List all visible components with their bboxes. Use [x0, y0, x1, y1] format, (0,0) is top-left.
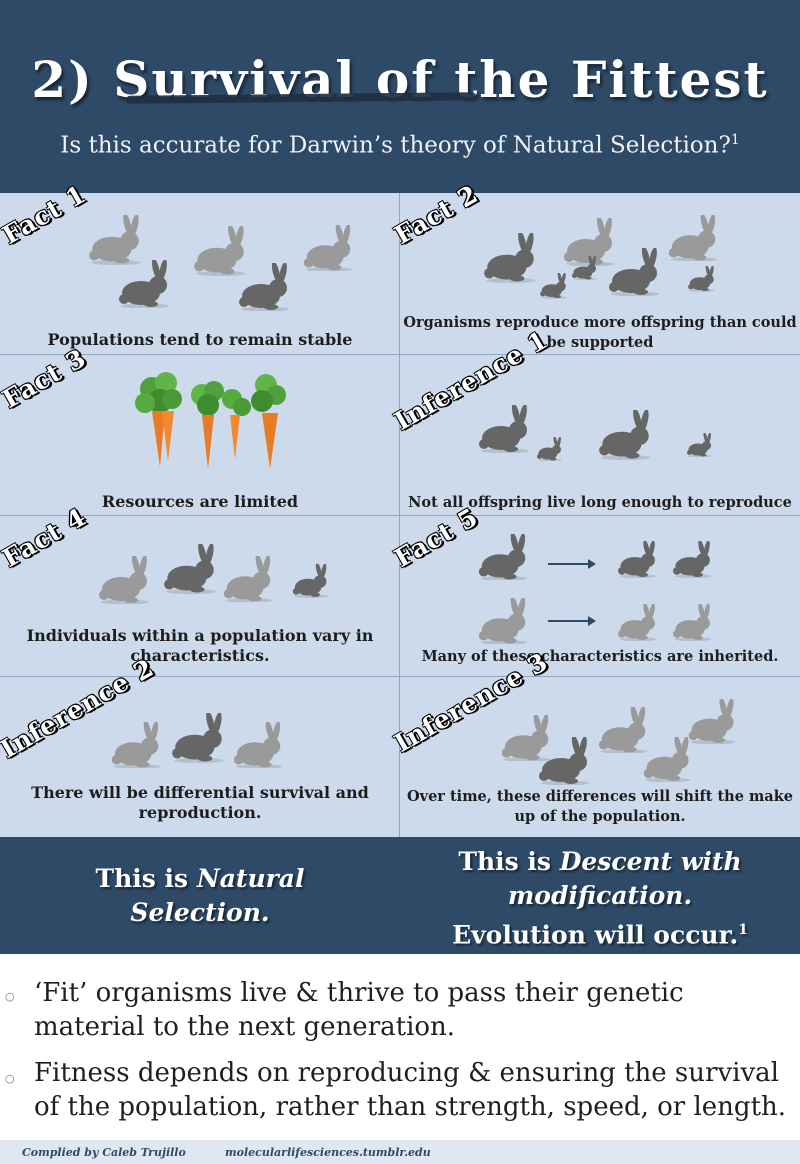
page-subtitle: Is this accurate for Darwin’s theory of …: [60, 132, 740, 159]
carrots-illustration: [130, 369, 290, 488]
rabbit-icon: [665, 215, 723, 262]
panel-caption: Resources are limited: [101, 492, 299, 511]
rabbit-icon: [190, 226, 252, 276]
rabbit-icon: [85, 215, 147, 265]
panel-inference-1: Inference 1 Not all offspring live long …: [390, 325, 800, 515]
rabbit-icon: [670, 604, 716, 641]
carrot-bunch-1: [135, 372, 182, 467]
panel-caption: There will be differential survival and …: [31, 783, 369, 822]
panel-fact-4: Fact 4 Individuals within a population v…: [0, 502, 400, 676]
panel-caption: Not all offspring live long enough to re…: [408, 494, 792, 511]
rabbit-icon: [685, 433, 715, 457]
page-title: 2) Survival of the Fittest: [31, 50, 769, 109]
facts-grid: Fact 1 Populations tend to remain stable…: [0, 179, 800, 837]
rabbit-icon: [670, 541, 716, 578]
rabbit-icon: [498, 715, 556, 762]
rabbit-icon: [595, 410, 657, 460]
rabbit-icon: [290, 564, 332, 598]
rabbit-icon: [570, 256, 600, 280]
rabbit-icon: [595, 707, 653, 754]
header-banner: 2) Survival of the Fittest Is this accur…: [0, 0, 800, 193]
rabbit-icon: [115, 260, 175, 308]
rabbit-icon: [168, 713, 230, 763]
rabbit-icon: [300, 225, 358, 272]
arrow-icon: [548, 616, 596, 626]
panel-tag: Fact 3: [0, 343, 92, 414]
rabbit-icon: [160, 544, 222, 594]
rabbit-icon: [480, 233, 542, 283]
rabbit-icon: [220, 556, 278, 603]
rabbit-icon: [640, 737, 696, 782]
panel-fact-3: Fact 3 Resources are limited: [0, 343, 400, 515]
arrow-icon: [548, 559, 596, 569]
rabbit-icon: [686, 266, 718, 292]
credit-text: Complied by Caleb Trujillo: [22, 1146, 186, 1159]
rabbit-icon: [615, 604, 661, 641]
conclusion-band: This is Natural Selection. This is Desce…: [0, 837, 800, 954]
rabbit-icon: [535, 737, 595, 785]
rabbit-icon: [605, 248, 665, 296]
rabbit-icon: [615, 541, 661, 578]
descent-statement: This is Descent with modification.Evolut…: [452, 847, 748, 950]
rabbit-icon: [538, 273, 570, 299]
panel-caption: Populations tend to remain stable: [47, 330, 353, 349]
rabbit-icon: [475, 405, 535, 453]
panel-inference-2: Inference 2 There will be differential s…: [0, 653, 400, 837]
rabbit-icon: [475, 534, 533, 581]
rabbit-icon: [95, 556, 155, 604]
panel-caption: Individuals within a population vary in …: [26, 626, 374, 665]
bullet-icon: ○: [5, 990, 15, 1003]
panel-fact-5: Fact 5 Many of these characteristics are…: [390, 502, 800, 676]
source-link[interactable]: molecularlifesciences.tumblr.edu: [225, 1146, 431, 1159]
rabbit-icon: [230, 722, 288, 769]
panel-caption: Many of these characteristics are inheri…: [421, 648, 779, 665]
rabbit-icon: [235, 263, 295, 311]
natural-selection-statement: This is Natural Selection.: [95, 864, 305, 927]
rabbit-icon: [685, 699, 741, 744]
rabbit-icon: [475, 598, 533, 645]
carrot-bunch-2: [191, 381, 251, 469]
rabbit-icon: [535, 437, 565, 461]
footer: Complied by Caleb Trujillo molecularlife…: [0, 1140, 800, 1164]
panel-caption: Over time, these differences will shift …: [407, 788, 793, 825]
panel-fact-1: Fact 1 Populations tend to remain stable: [0, 179, 400, 354]
rabbit-icon: [108, 722, 166, 769]
carrot-bunch-3: [251, 374, 286, 469]
panel-caption: Organisms reproduce more offspring than …: [403, 314, 797, 351]
panel-fact-2: Fact 2 Organisms reproduce more offsprin…: [390, 179, 800, 354]
panel-inference-3: Inference 3 Over time, these differences…: [390, 647, 800, 837]
bullet-icon: ○: [5, 1072, 15, 1085]
